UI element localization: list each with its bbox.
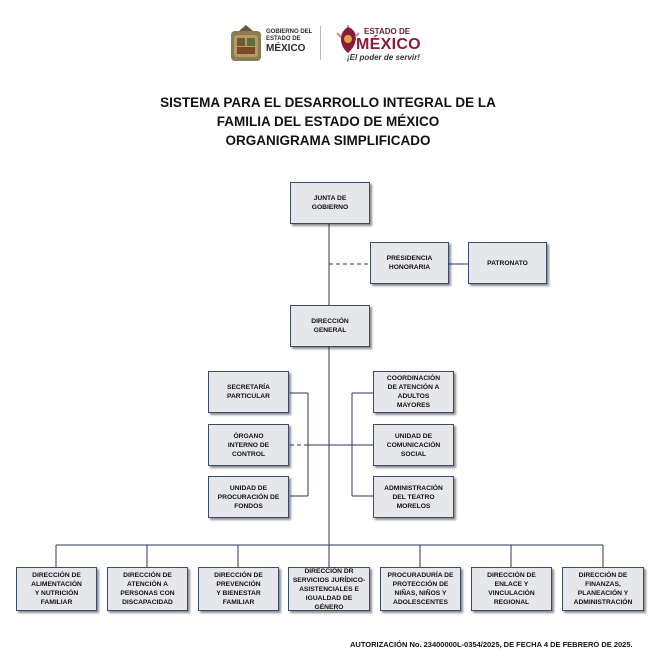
title-line3: ORGANIGRAMA SIMPLIFICADO — [225, 133, 431, 148]
gov-logo-line3: MÉXICO — [266, 43, 306, 54]
box-direccion-finanzas: DIRECCIÓN DE FINANZAS, PLANEACIÓN Y ADMI… — [562, 567, 644, 611]
box-patronato: PATRONATO — [468, 242, 547, 284]
title-line2: FAMILIA DEL ESTADO DE MÉXICO — [216, 114, 440, 129]
gov-logo-line2: ESTADO DE — [266, 36, 301, 42]
estado-logo-line2: MÉXICO — [356, 36, 421, 53]
box-coordinacion-adultos-mayores: COORDINACIÓN DE ATENCIÓN A ADULTOS MAYOR… — [373, 371, 454, 413]
gov-logo-line1: GOBIERNO DEL — [266, 29, 313, 35]
coat-of-arms-icon — [231, 25, 261, 61]
box-direccion-discapacidad: DIRECCIÓN DE ATENCIÓN A PERSONAS CON DIS… — [107, 567, 188, 611]
gobierno-estado-mexico-logo: GOBIERNO DEL ESTADO DE MÉXICO — [229, 25, 329, 65]
logo-divider — [320, 26, 321, 60]
estado-logo-slogan: ¡El poder de servir! — [347, 53, 420, 62]
estado-logo-line1: ESTADO DE — [364, 27, 411, 36]
box-secretaria-particular: SECRETARÍA PARTICULAR — [208, 371, 289, 413]
title-line1: SISTEMA PARA EL DESARROLLO INTEGRAL DE L… — [160, 95, 496, 110]
box-direccion-prevencion: DIRECCIÓN DE PREVENCIÓN Y BIENESTAR FAMI… — [198, 567, 279, 611]
box-junta-de-gobierno: JUNTA DE GOBIERNO — [290, 182, 370, 224]
page-title: SISTEMA PARA EL DESARROLLO INTEGRAL DE L… — [150, 93, 506, 150]
box-organo-interno-control: ÓRGANO INTERNO DE CONTROL — [208, 424, 289, 466]
estado-de-mexico-logo: ESTADO DE MÉXICO ¡El poder de servir! — [330, 23, 440, 67]
box-presidencia-honoraria: PRESIDENCIA HONORARIA — [370, 242, 449, 284]
estado-emblem-icon — [336, 25, 360, 53]
box-comunicacion-social: UNIDAD DE COMUNICACIÓN SOCIAL — [373, 424, 454, 466]
box-direccion-enlace: DIRECCIÓN DE ENLACE Y VINCULACIÓN REGION… — [471, 567, 552, 611]
box-procuraduria-proteccion: PROCURADURÍA DE PROTECCIÓN DE NIÑAS, NIÑ… — [380, 567, 461, 611]
box-direccion-servicios-juridicos: DIRECCIÓN DR SERVICIOS JURÍDICO- ASISTEN… — [288, 567, 370, 611]
box-direccion-alimentacion: DIRECCIÓN DE ALIMENTACIÓN Y NUTRICIÓN FA… — [16, 567, 97, 611]
box-direccion-general: DIRECCIÓN GENERAL — [290, 305, 370, 347]
authorization-footer: AUTORIZACIÓN No. 23400000L-0354/2025, DE… — [350, 640, 633, 649]
box-teatro-morelos: ADMINISTRACIÓN DEL TEATRO MORELOS — [373, 476, 454, 518]
box-procuracion-fondos: UNIDAD DE PROCURACIÓN DE FONDOS — [208, 476, 289, 518]
